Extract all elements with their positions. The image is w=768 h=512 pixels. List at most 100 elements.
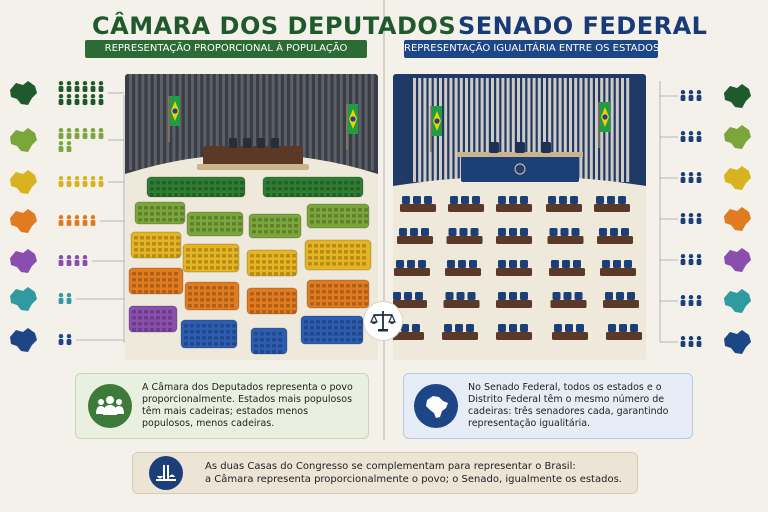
person-icon [82,176,88,187]
senator-desk [546,196,582,212]
center-divider [383,0,385,440]
senado-state-row [660,204,766,234]
person-icon [696,295,702,306]
seat-block [306,279,370,309]
person-icon [66,128,72,139]
person-icon [66,141,72,152]
person-icon [98,94,104,105]
camara-connector-lines [120,90,128,350]
state-map-icon [724,125,751,149]
senado-state-row [660,81,766,111]
seat-block [180,319,238,349]
state-map-icon [10,128,37,152]
person-icon [74,176,80,187]
footer-text: As duas Casas do Congresso se complement… [205,460,622,486]
person-icon [66,334,72,345]
person-icon [82,128,88,139]
senado-subtitle-banner: REPRESENTAÇÃO IGUALITÁRIA ENTRE OS ESTAD… [404,40,659,58]
senator-desk [394,260,430,276]
person-icon [696,172,702,183]
person-icon [66,293,72,304]
seat-block [262,176,364,198]
seat-block [250,327,288,355]
seat-block [184,281,240,311]
person-icon [688,90,694,101]
person-icon [66,176,72,187]
camara-plenary-svg [125,74,378,360]
person-icon [58,255,64,266]
senator-desk [603,292,639,308]
person-icon [82,81,88,92]
seat-block [182,243,240,273]
person-icon [58,293,64,304]
state-map-icon [10,81,37,105]
senator-desk [496,292,532,308]
footer-line-2: a Câmara representa proporcionalmente o … [205,474,622,485]
senator-desk [496,228,532,244]
person-icon [90,128,96,139]
camara-state-row [6,284,124,314]
person-icon [74,128,80,139]
senado-info-box: No Senado Federal, todos os estados e o … [403,373,693,439]
person-icon [90,176,96,187]
person-icon [58,81,64,92]
footer-box: As duas Casas do Congresso se complement… [132,452,638,494]
seat-block [134,201,186,225]
congress-building-icon [149,456,183,490]
state-map-icon [724,289,751,313]
senator-desk [443,292,480,308]
senado-title: SENADO FEDERAL [458,12,708,40]
senator-desk [552,324,588,340]
person-icon [90,215,96,226]
camara-state-row [6,246,124,276]
person-icon [74,94,80,105]
seat-block [128,267,184,295]
camara-info-box: A Câmara dos Deputados representa o povo… [75,373,369,439]
senator-desk [594,196,630,212]
person-icon [98,176,104,187]
person-icon [98,81,104,92]
senado-state-row [660,327,766,357]
person-icon [696,131,702,142]
senado-plenary-svg [393,74,646,360]
senado-description: No Senado Federal, todos os estados e o … [468,382,669,429]
state-map-icon [724,248,751,272]
seat-block [186,211,244,237]
seat-block [246,287,298,315]
senator-desk [496,324,532,340]
person-icon [58,141,64,152]
state-map-icon [724,207,751,231]
seat-block [246,249,298,277]
seat-block [130,231,182,259]
senado-state-row [660,163,766,193]
senator-desk [496,196,532,212]
senator-desk [496,260,532,276]
seat-block [128,305,178,333]
person-icon [58,94,64,105]
person-icon [688,336,694,347]
person-icon [688,295,694,306]
person-icon [66,81,72,92]
person-icon [696,213,702,224]
footer-line-1: As duas Casas do Congresso se complement… [205,461,576,472]
person-icon [90,94,96,105]
seat-block [306,203,370,229]
senator-desk [445,260,481,276]
person-icon [90,81,96,92]
person-icon [58,334,64,345]
camara-state-row [6,167,124,197]
person-icon [680,254,686,265]
senator-desk [446,228,483,244]
brazil-map-icon [414,384,458,428]
person-icon [688,213,694,224]
person-icon [680,336,686,347]
person-icon [98,128,104,139]
person-icon [66,215,72,226]
camara-state-row [6,206,124,236]
seat-block [146,176,246,198]
state-map-icon [10,209,37,233]
person-icon [66,255,72,266]
senator-desk [600,260,636,276]
person-icon [58,176,64,187]
person-icon [688,172,694,183]
